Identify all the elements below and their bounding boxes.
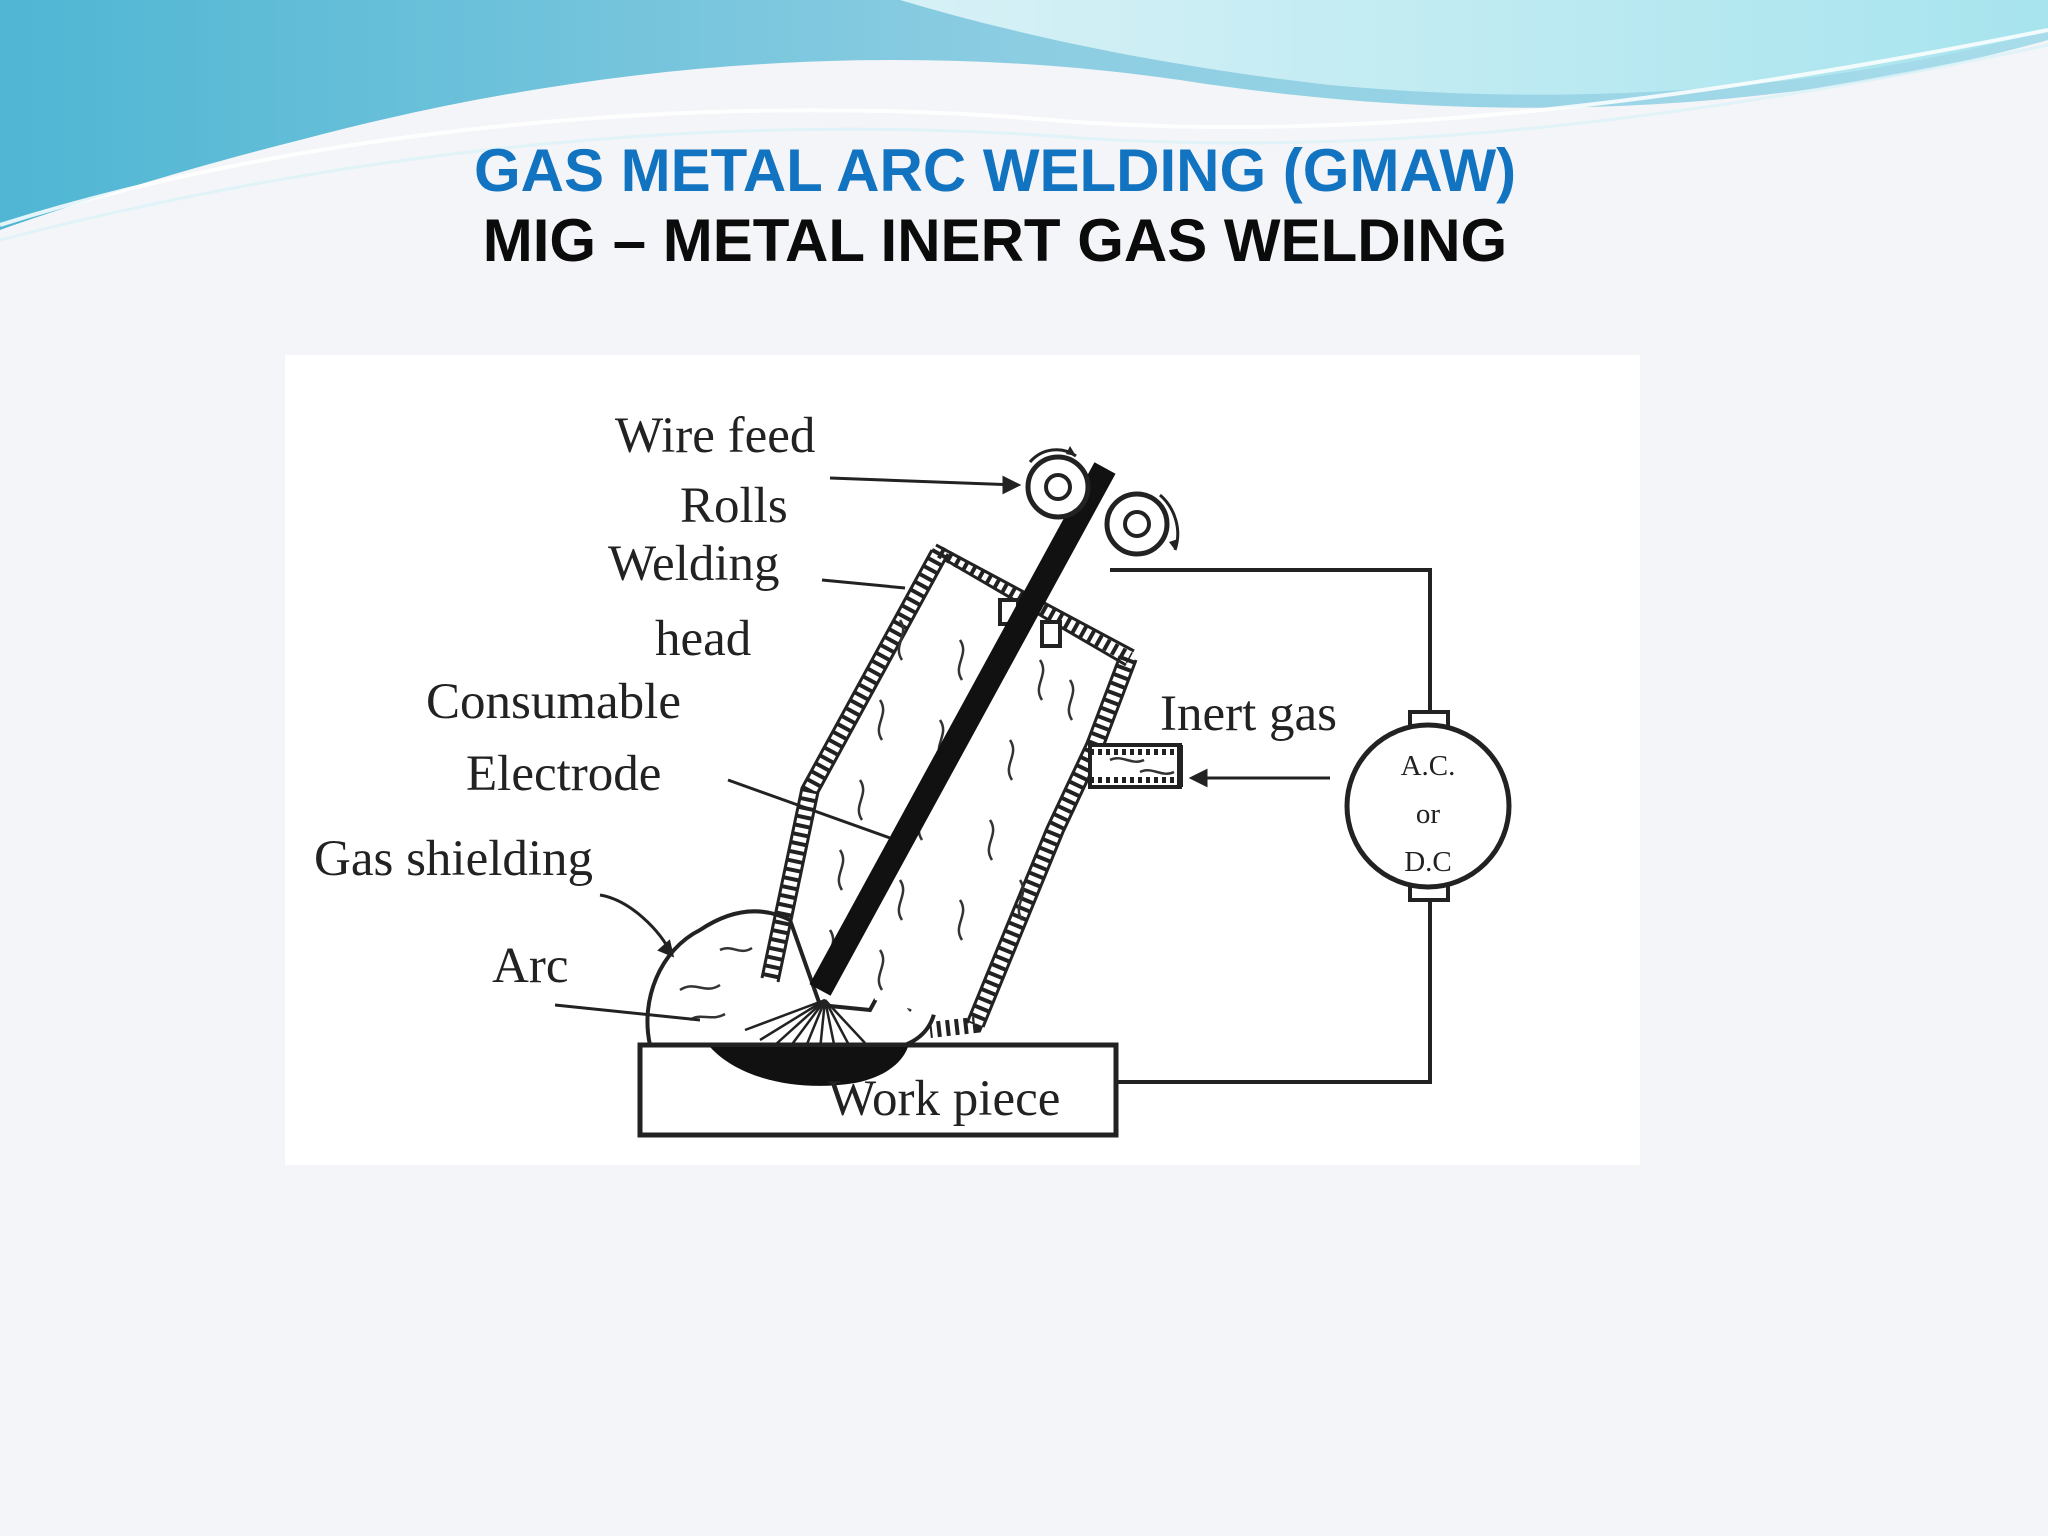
work-piece — [637, 1042, 1119, 1138]
label-electrode: Electrode — [466, 746, 661, 802]
label-gas-shielding: Gas shielding — [314, 831, 593, 887]
leader-lines — [554, 475, 1330, 1022]
slide-subtitle: MIG – METAL INERT GAS WELDING — [482, 207, 1508, 274]
label-consumable: Consumable — [426, 674, 681, 730]
label-welding: Welding — [608, 536, 780, 592]
label-inert-gas: Inert gas — [1160, 686, 1337, 742]
label-wire-feed: Wire feed — [615, 408, 815, 464]
power-supply: A.C. or D.C — [1344, 710, 1512, 902]
title-block: GAS METAL ARC WELDING (GMAW) MIG – METAL… — [0, 138, 1990, 274]
label-arc: Arc — [492, 938, 568, 994]
wire-feed-rolls — [1025, 446, 1180, 557]
arc-burst — [744, 998, 866, 1051]
wave-header-decoration — [0, 0, 2048, 242]
consumable-electrode — [809, 462, 1116, 996]
label-work-piece: Work piece — [828, 1071, 1060, 1127]
power-supply-label-ac: A.C. — [1401, 750, 1456, 782]
label-head: head — [655, 611, 751, 667]
circuit-wires — [1110, 568, 1432, 1084]
power-supply-label-or: or — [1416, 798, 1441, 830]
power-supply-label-dc: D.C — [1404, 846, 1452, 878]
label-rolls: Rolls — [680, 478, 788, 534]
slide-title: GAS METAL ARC WELDING (GMAW) — [473, 137, 1517, 204]
